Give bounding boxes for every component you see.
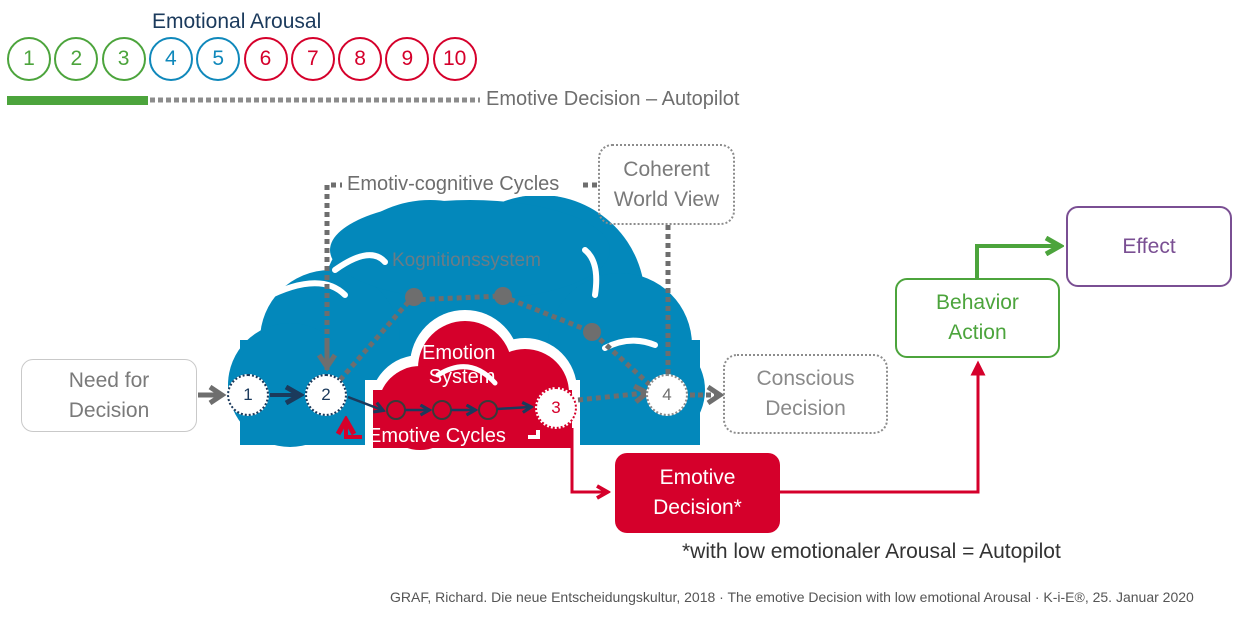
emotion-system-label: Emotion System — [422, 341, 495, 389]
cycles-dotted-path-left — [324, 182, 342, 370]
cloud-arc — [262, 280, 348, 301]
node-3: 3 — [535, 387, 577, 429]
conscious-box-line2: Decision — [765, 397, 846, 420]
footnote: *with low emotionaler Arousal = Autopilo… — [682, 540, 1061, 563]
emotion-system-line2: System — [428, 366, 496, 388]
cloud-arc — [582, 247, 600, 298]
effect-box: Effect — [1066, 206, 1232, 287]
coherent-box-line2: World View — [613, 187, 720, 211]
emotive-cycles-bracket — [528, 430, 540, 439]
arousal-level-9: 9 — [385, 37, 430, 81]
emotive-box-line1: Emotive — [659, 466, 736, 489]
arousal-level-8: 8 — [338, 37, 383, 81]
cognition-node — [494, 287, 512, 305]
emotiv-cognitive-cycles-label: Emotiv-cognitive Cycles — [345, 173, 562, 196]
arousal-level-1: 1 — [7, 37, 51, 81]
node-2-to-cycle-arrow — [347, 395, 382, 410]
arousal-title: Emotional Arousal — [152, 10, 322, 33]
node-3-to-emotive-decision-arrow — [570, 428, 606, 492]
cognition-system-label: Kognitionssystem — [392, 250, 541, 271]
emotive-cycles-return-arrow — [346, 422, 362, 439]
arousal-level-3: 3 — [101, 37, 146, 81]
cognition-node — [583, 323, 601, 341]
emotive-cycle-chain — [386, 400, 530, 420]
emotion-system-line1: Emotion — [422, 342, 496, 364]
cognition-node — [405, 288, 423, 306]
autopilot-range-bar — [7, 96, 148, 105]
behavior-box-line1: Behavior — [936, 291, 1019, 314]
node-3-to-4-path — [577, 393, 645, 400]
coherent-box-line1: Coherent — [623, 157, 710, 181]
conscious-box-line1: Conscious — [756, 367, 855, 390]
node-2: 2 — [305, 374, 347, 416]
arousal-level-7: 7 — [290, 37, 335, 81]
cloud-arc — [332, 252, 388, 273]
behavior-box-line2: Action — [948, 321, 1007, 344]
node-1: 1 — [227, 374, 269, 416]
arousal-level-2: 2 — [54, 37, 99, 81]
need-box-line2: Decision — [68, 398, 150, 422]
arousal-level-4: 4 — [148, 37, 193, 81]
emotive-cycles-label: Emotive Cycles — [368, 425, 506, 447]
autopilot-legend-label: Emotive Decision – Autopilot — [486, 88, 740, 110]
arousal-level-10: 10 — [432, 37, 477, 81]
behavior-to-effect-arrow — [975, 246, 1058, 278]
emotive-decision-to-behavior-arrow — [780, 360, 986, 494]
arousal-level-5: 5 — [196, 37, 241, 81]
arousal-level-6: 6 — [243, 37, 288, 81]
effect-box-label: Effect — [1122, 234, 1176, 258]
emotive-box-line2: Decision* — [653, 496, 742, 519]
need-box-line1: Need for — [68, 368, 150, 392]
citation: GRAF, Richard. Die neue Entscheidungskul… — [390, 589, 1194, 605]
node-4: 4 — [646, 374, 688, 416]
